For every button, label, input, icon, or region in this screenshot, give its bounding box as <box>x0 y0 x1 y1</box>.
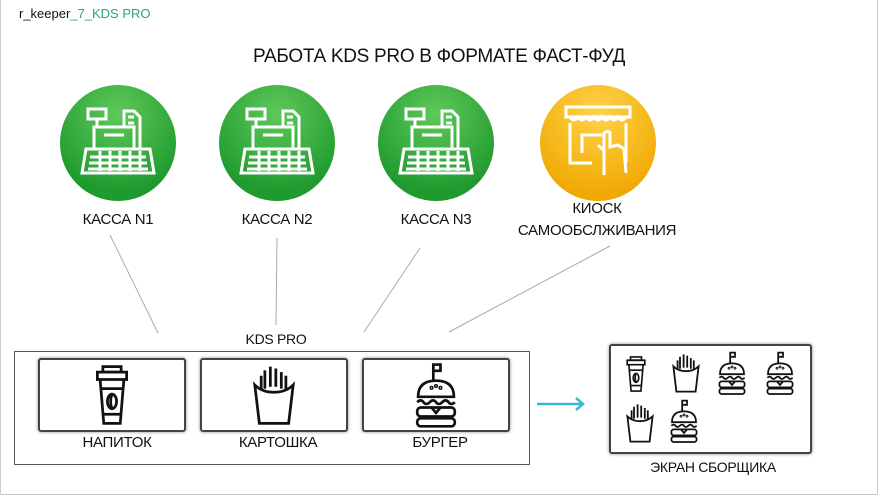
station-fries-label: КАРТОШКА <box>238 434 318 451</box>
station-drink <box>38 358 186 432</box>
station-burger <box>362 358 510 432</box>
station-drink-label: НАПИТОК <box>82 434 152 451</box>
station-fries <box>200 358 348 432</box>
header-prefix: r_keeper <box>19 6 71 21</box>
burger-icon <box>765 350 795 396</box>
burger-icon <box>669 398 699 444</box>
fries-icon <box>625 402 655 444</box>
register-3-label: КАССА N3 <box>400 211 472 228</box>
arrow-icon <box>537 397 585 411</box>
register-3 <box>378 85 494 201</box>
header-suffix: _7_KDS PRO <box>70 6 151 21</box>
connector-line <box>448 245 611 333</box>
register-2 <box>219 85 335 201</box>
register-1-label: КАССА N1 <box>82 211 154 228</box>
connector-line <box>363 247 421 333</box>
station-burger-label: БУРГЕР <box>412 434 468 451</box>
register-2-label: КАССА N2 <box>241 211 313 228</box>
burger-icon <box>413 361 459 429</box>
cash-register-icon <box>396 103 476 183</box>
fries-icon <box>671 352 701 394</box>
connector-line <box>275 237 278 326</box>
connector-line <box>109 234 159 334</box>
assembler-label: ЭКРАН СБОРЩИКА <box>650 459 776 475</box>
kiosk-label-line1: КИОСК <box>572 200 622 217</box>
fries-icon <box>251 363 297 427</box>
page-title: РАБОТА KDS PRO В ФОРМАТЕ ФАСТ-ФУД <box>252 46 626 67</box>
burger-icon <box>717 350 747 396</box>
coffee-cup-icon <box>625 354 647 394</box>
cash-register-icon <box>237 103 317 183</box>
cash-register-icon <box>78 103 158 183</box>
kiosk <box>540 85 656 201</box>
assembler-screen <box>609 344 812 454</box>
kiosk-label-line2: САМООБСЛЖИВАНИЯ <box>517 222 677 239</box>
kiosk-icon <box>558 103 638 183</box>
kds-container <box>14 351 530 465</box>
header-title: r_keeper_7_KDS PRO <box>19 6 151 21</box>
coffee-cup-icon <box>92 363 132 427</box>
register-1 <box>60 85 176 201</box>
kds-label: KDS PRO <box>245 331 307 347</box>
